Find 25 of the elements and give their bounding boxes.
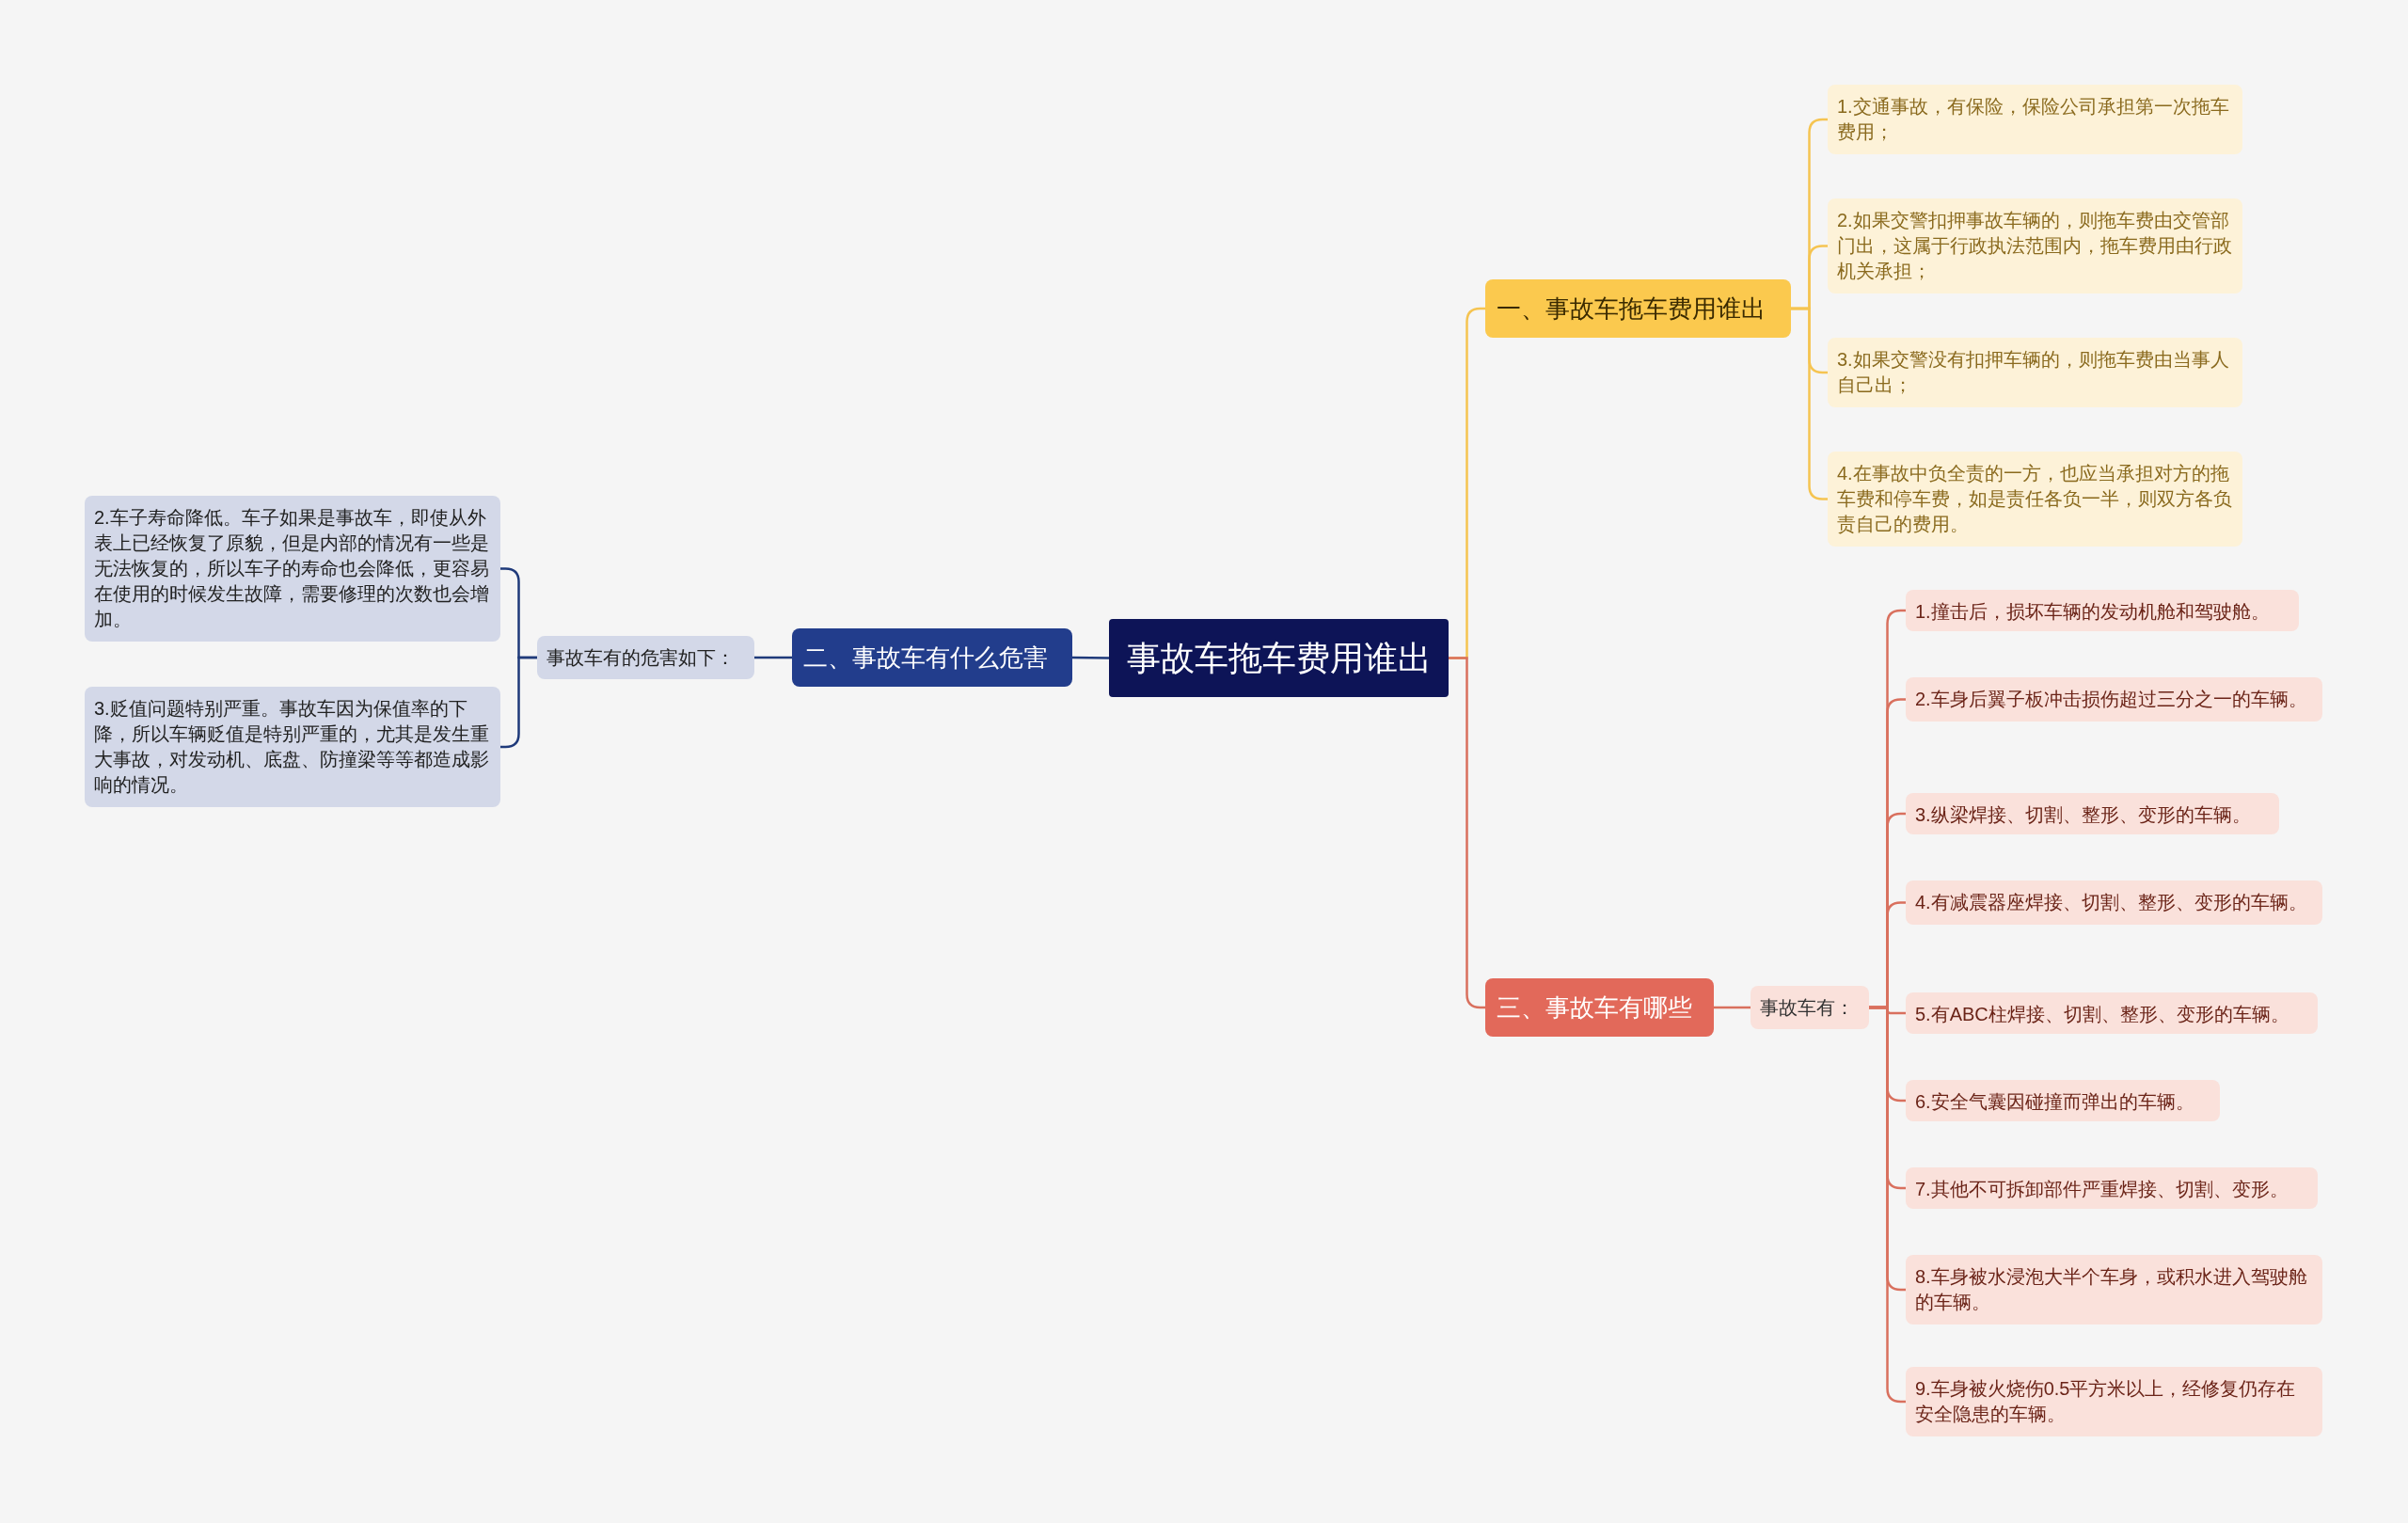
subtopic-box: 事故车有的危害如下：	[537, 636, 754, 679]
leaf-box: 5.有ABC柱焊接、切割、整形、变形的车辆。	[1906, 992, 2318, 1034]
topic-box: 二、事故车有什么危害	[792, 628, 1072, 687]
topic-box: 三、事故车有哪些	[1485, 978, 1714, 1037]
leaf-box: 2.车身后翼子板冲击损伤超过三分之一的车辆。	[1906, 677, 2322, 722]
leaf-box: 6.安全气囊因碰撞而弹出的车辆。	[1906, 1080, 2220, 1121]
central-topic: 事故车拖车费用谁出	[1109, 619, 1449, 697]
leaf-box: 9.车身被火烧伤0.5平方米以上，经修复仍存在安全隐患的车辆。	[1906, 1367, 2322, 1436]
connector	[754, 656, 792, 659]
leaf-box: 2.车子寿命降低。车子如果是事故车，即使从外表上已经恢复了原貌，但是内部的情况有一些是无法恢复的，所以车子的寿命也会降低，更容易在使用的时候发生故障，需要修理的次数也会增加。	[85, 496, 500, 642]
leaf-box: 1.撞击后，损坏车辆的发动机舱和驾驶舱。	[1906, 590, 2299, 631]
leaf-box: 1.交通事故，有保险，保险公司承担第一次拖车费用；	[1828, 85, 2242, 154]
connector	[1072, 656, 1109, 659]
leaf-box: 3.如果交警没有扣押车辆的，则拖车费由当事人自己出；	[1828, 338, 2242, 407]
connector	[1714, 1006, 1751, 1009]
leaf-box: 4.有减震器座焊接、切割、整形、变形的车辆。	[1906, 880, 2322, 925]
topic-box: 一、事故车拖车费用谁出	[1485, 279, 1791, 338]
subtopic-box: 事故车有：	[1751, 986, 1869, 1029]
leaf-box: 4.在事故中负全责的一方，也应当承担对方的拖车费和停车费，如是责任各负一半，则双方各负责自己的费用。	[1828, 452, 2242, 547]
leaf-box: 3.纵梁焊接、切割、整形、变形的车辆。	[1906, 793, 2279, 834]
connector	[1869, 1006, 1906, 1404]
leaf-box: 8.车身被水浸泡大半个车身，或积水进入驾驶舱的车辆。	[1906, 1255, 2322, 1325]
leaf-box: 3.贬值问题特别严重。事故车因为保值率的下降，所以车辆贬值是特别严重的，尤其是发生重大事故，对发动机、底盘、防撞梁等等都造成影响的情况。	[85, 687, 500, 807]
leaf-box: 2.如果交警扣押事故车辆的，则拖车费由交管部门出，这属于行政执法范围内，拖车费用由行政机关承担；	[1828, 198, 2242, 293]
leaf-box: 7.其他不可拆卸部件严重焊接、切割、变形。	[1906, 1167, 2318, 1209]
